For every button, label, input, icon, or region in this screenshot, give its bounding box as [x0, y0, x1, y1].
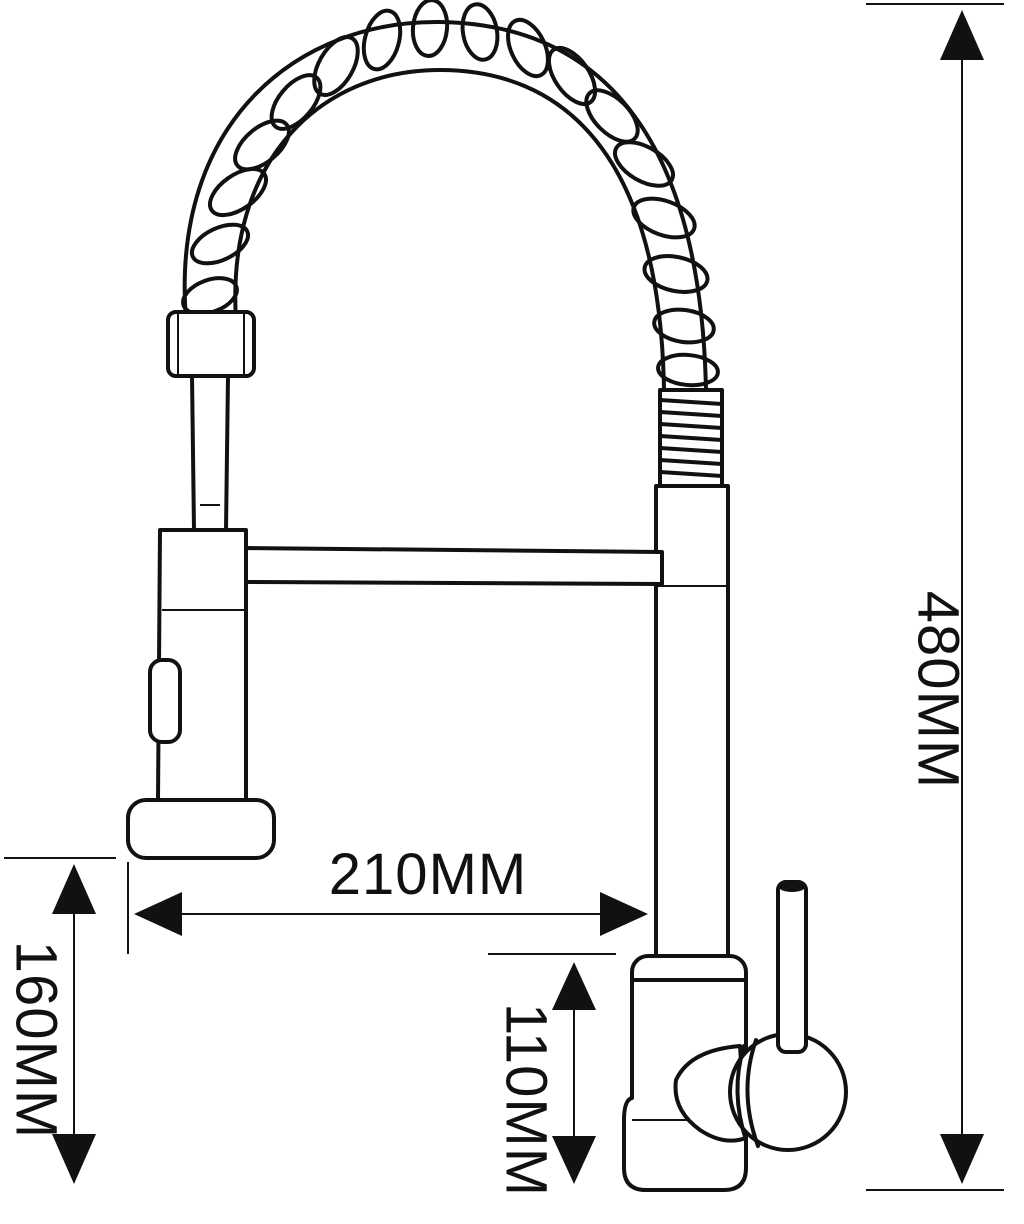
arrow-spout-top — [52, 864, 96, 914]
arrow-base-top — [552, 962, 596, 1010]
dimension-total-height: 480MM — [866, 3, 1004, 1191]
faucet-column — [654, 484, 730, 978]
arrow-spout-bottom — [52, 1134, 96, 1184]
sprayhead-hose — [190, 374, 230, 532]
lever-tip — [778, 880, 806, 892]
dimension-base-height: 110MM — [488, 953, 616, 1197]
hose-outer — [182, 19, 708, 392]
label-base-height: 110MM — [494, 1003, 559, 1197]
sprayhead-nozzle — [126, 798, 276, 860]
dimension-spout-reach: 210MM — [127, 842, 648, 954]
faucet-drawing — [126, 0, 848, 1192]
handle-lever — [776, 880, 808, 1054]
sprayhead-button — [148, 658, 182, 744]
spring-coils — [181, 0, 720, 388]
label-spout-reach: 210MM — [329, 842, 527, 907]
arrow-reach-left — [134, 892, 182, 936]
hose-inner — [233, 68, 666, 392]
arrow-total-top — [940, 10, 984, 60]
label-total-height: 480MM — [906, 591, 971, 789]
dimension-lines: 480MM 210MM 160MM 110MM — [4, 3, 1004, 1197]
sprayhead-collar — [166, 310, 256, 378]
label-spout-height: 160MM — [4, 941, 69, 1139]
spout-arm — [242, 546, 664, 586]
tight-coil-section — [658, 388, 724, 488]
arrow-reach-right — [600, 892, 648, 936]
arrow-total-bottom — [940, 1134, 984, 1184]
handle-cone — [673, 1044, 748, 1143]
arrow-base-bottom — [552, 1136, 596, 1184]
dimension-spout-height: 160MM — [4, 857, 116, 1184]
